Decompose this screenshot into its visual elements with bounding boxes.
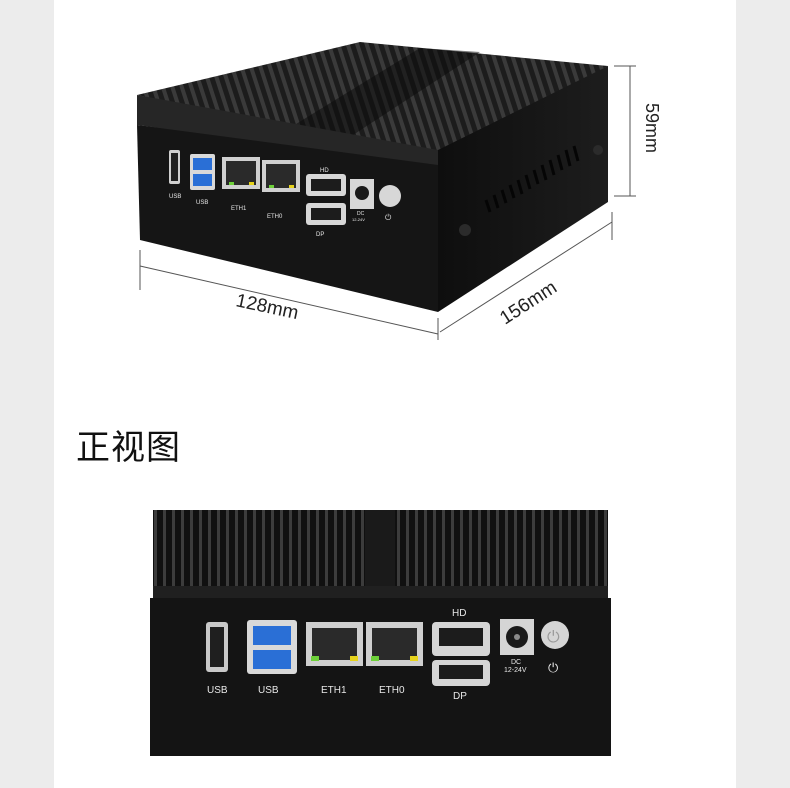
- depth-dimension-label: 156mm: [496, 277, 561, 329]
- svg-text:⏻: ⏻: [547, 627, 560, 646]
- front-eth1-label: ETH1: [321, 685, 347, 696]
- front-usb1-label: USB: [207, 685, 228, 696]
- isometric-device: USB USB ETH1 ETH0 HD DP DC 12-24V ⏻: [137, 42, 608, 312]
- front-power-icon: ⏻: [548, 660, 558, 675]
- front-dc-voltage-label: 12-24V: [504, 667, 527, 674]
- dimension-lines: [139, 65, 636, 340]
- iso-side-vents: [484, 145, 580, 213]
- front-usb2-label: USB: [258, 685, 279, 696]
- front-hd-label: HD: [452, 608, 466, 619]
- iso-dc-voltage-label: 12-24V: [352, 217, 365, 222]
- iso-hd-label: HD: [320, 168, 329, 174]
- iso-eth0-label: ETH0: [267, 214, 283, 220]
- front-dc-label: DC: [511, 659, 521, 666]
- iso-dc-label: DC: [357, 211, 365, 217]
- iso-power-button: [379, 185, 401, 207]
- front-view-device: ⏻ USB USB ETH1 ETH0 HD DP DC 12-24V ⏻: [150, 510, 611, 756]
- front-eth0-label: ETH0: [379, 685, 405, 696]
- front-power-button: [541, 621, 569, 649]
- iso-dp-label: DP: [316, 232, 324, 238]
- iso-usb2-label: USB: [196, 200, 208, 206]
- iso-eth1-label: ETH1: [231, 206, 247, 212]
- iso-screw: [459, 224, 471, 236]
- iso-power-icon: ⏻: [385, 213, 392, 222]
- front-panel: [150, 598, 611, 756]
- section-title: 正视图: [76, 428, 181, 468]
- iso-usb1-label: USB: [169, 194, 181, 200]
- front-dp-label: DP: [453, 691, 467, 702]
- iso-side-face: [438, 66, 608, 312]
- height-dimension-label: 59mm: [642, 103, 662, 153]
